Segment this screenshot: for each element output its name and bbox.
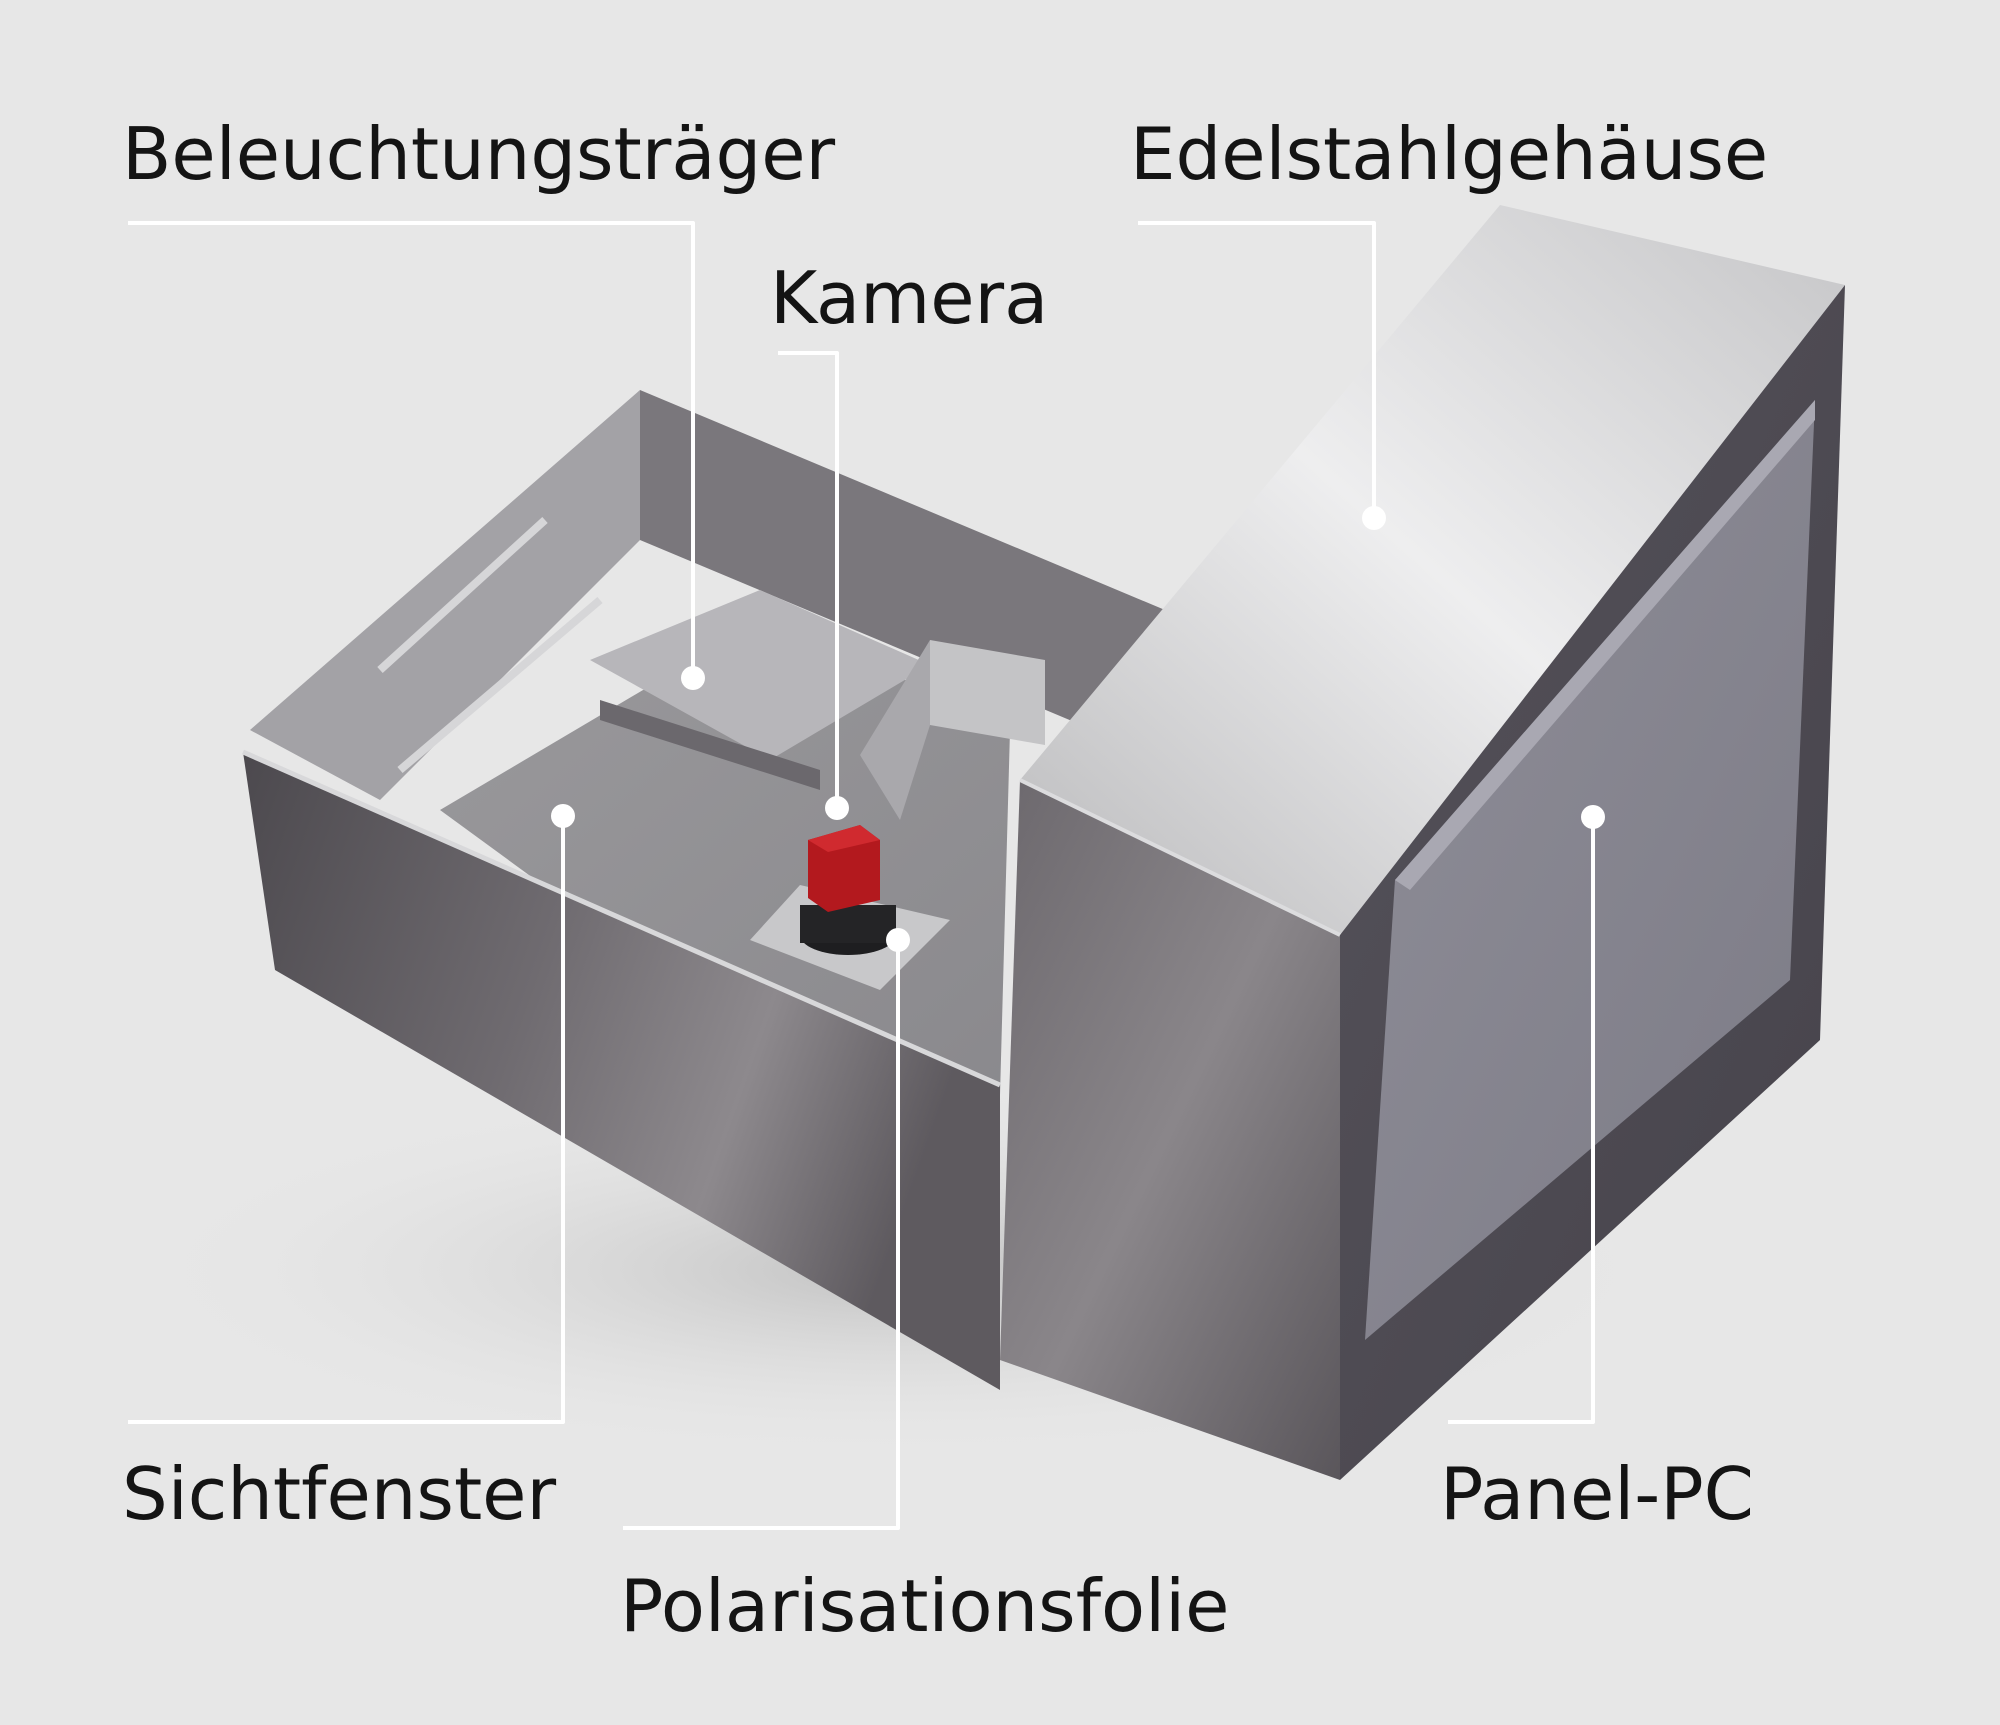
box-front-wall [243,752,1000,1390]
label-sichtfenster: Sichtfenster [122,1452,557,1536]
dot-polarisationsfolie [886,928,910,952]
beleuchtungstraeger-plate [590,590,930,760]
leader-beleuchtungstraeger [128,221,695,678]
box-left-wall [250,390,640,800]
panel-pc-bezel [1395,400,1815,890]
dot-kamera [825,796,849,820]
carrier-bar [600,700,820,790]
label-panel-pc: Panel-PC [1440,1452,1754,1536]
dot-panel-pc [1581,805,1605,829]
label-polarisationsfolie: Polarisationsfolie [620,1564,1230,1648]
panel-pc-screen [1365,400,1815,1340]
dot-beleuchtungstraeger [681,666,705,690]
dot-sichtfenster [551,804,575,828]
label-beleuchtungstraeger: Beleuchtungsträger [122,112,836,196]
camera-mount-top [930,640,1045,745]
label-kamera: Kamera [770,256,1049,340]
edelstahlgehaeuse-top [1020,205,1845,935]
dot-edelstahlgehaeuse [1362,506,1386,530]
kamera-top [808,825,880,852]
left-rail-lower [397,596,603,774]
leader-polarisationsfolie [623,940,900,1530]
leader-kamera [778,351,839,808]
column-edge [1019,778,1341,937]
label-edelstahlgehaeuse: Edelstahlgehäuse [1130,112,1769,196]
camera-lens-body [800,905,896,943]
leader-edelstahlgehaeuse [1138,221,1376,518]
left-rail-upper [377,517,548,673]
leader-sichtfenster [128,816,565,1424]
box-front-edge [241,749,1002,1088]
leader-panel-pc [1448,817,1595,1424]
camera-mount-side [860,640,930,820]
edelstahlgehaeuse-front [1000,780,1340,1480]
